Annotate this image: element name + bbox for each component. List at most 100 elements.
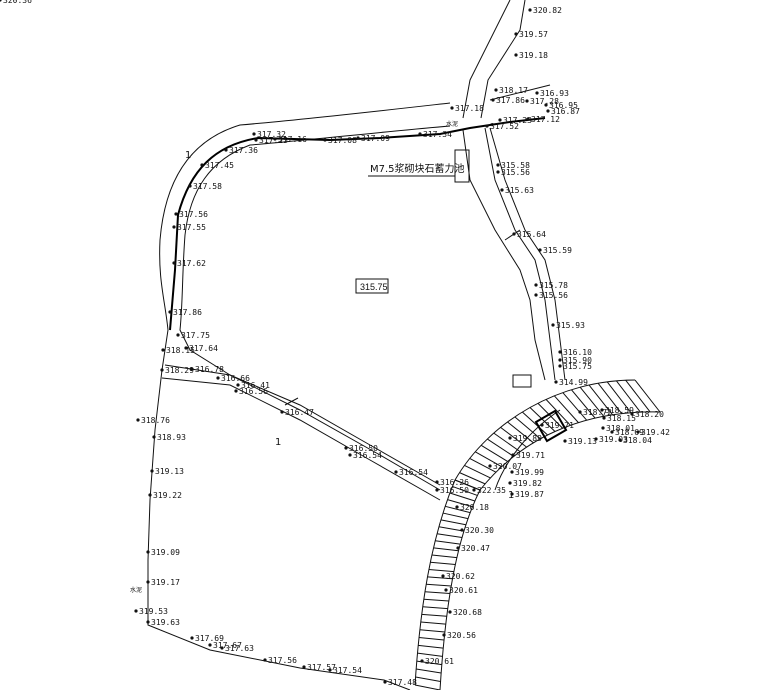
- spot-elevation: 318.59: [600, 406, 634, 415]
- spot-elevation: 319.42: [636, 428, 670, 437]
- spot-elevation-label: 317.67: [213, 641, 242, 650]
- stair-tread: [469, 458, 497, 473]
- stair-tread: [421, 613, 447, 617]
- spot-elevation-marker: [460, 528, 464, 532]
- spot-elevation: 317.25: [254, 136, 288, 145]
- spot-elevation: 318.29: [160, 366, 194, 375]
- spot-elevation-marker: [558, 350, 562, 354]
- stair-tread: [440, 519, 466, 526]
- spot-elevation-label: 318.01: [606, 424, 635, 433]
- spot-elevation: 319.71: [540, 421, 574, 430]
- spot-elevation: 319.99: [510, 468, 544, 477]
- spot-elevation-marker: [172, 225, 176, 229]
- spot-elevation: 317.08: [323, 136, 357, 145]
- spot-elevation: 315.59: [538, 246, 572, 255]
- spot-elevation-label: 317.52: [490, 122, 519, 131]
- spot-elevation-label: 318.72: [583, 408, 612, 417]
- spot-elevation-marker: [510, 470, 514, 474]
- spot-elevation-label: 320.68: [453, 608, 482, 617]
- spot-elevation-marker: [472, 488, 476, 492]
- spot-elevation-label: 317.54: [333, 666, 362, 675]
- upper-road-edge-2: [489, 84, 551, 101]
- spot-elevation-marker: [558, 358, 562, 362]
- spot-elevation: 317.36: [224, 146, 258, 155]
- spot-elevation: 317.45: [200, 161, 234, 170]
- spot-elevation: 318.04: [618, 436, 652, 445]
- spot-elevation-marker: [220, 646, 224, 650]
- stair-tread: [431, 554, 457, 559]
- spot-elevation-label: 319.18: [519, 51, 548, 60]
- spot-elevation-marker: [498, 118, 502, 122]
- spot-elevation: 317.69: [190, 634, 224, 643]
- slope-mark-1: 1: [185, 150, 191, 161]
- spot-elevation: 315.75: [558, 362, 592, 371]
- spot-elevation-label: 316.50: [349, 444, 378, 453]
- spot-elevation-marker: [601, 426, 605, 430]
- spot-elevation-marker: [280, 410, 284, 414]
- stair-tread: [493, 432, 521, 453]
- spot-elevation-marker: [540, 423, 544, 427]
- spot-elevation-marker: [496, 170, 500, 174]
- spot-elevation: 316.50: [435, 486, 469, 495]
- spot-elevation-label: 319.17: [151, 578, 180, 587]
- spot-elevation: 315.90: [558, 356, 592, 365]
- stair-tread: [447, 499, 473, 508]
- spot-elevation: 318.17: [494, 86, 528, 95]
- spot-elevation: 316.54: [394, 468, 428, 477]
- spot-elevation: 317.58: [188, 182, 222, 191]
- spot-elevation-label: 317.34: [423, 130, 452, 139]
- spot-elevation-marker: [510, 492, 514, 496]
- spot-elevation-label: 317.09: [361, 134, 390, 143]
- outer-boundary: [147, 102, 451, 690]
- spot-elevation: 320.18: [455, 503, 489, 512]
- spot-elevation-marker: [602, 416, 606, 420]
- spot-elevation: 317.54: [328, 666, 362, 675]
- stair-tread: [553, 395, 579, 423]
- spot-elevation-marker: [512, 232, 516, 236]
- spot-elevation-label: 315.78: [539, 281, 568, 290]
- spot-elevation-marker: [0, 0, 2, 2]
- spot-elevation-marker: [558, 364, 562, 368]
- spot-elevation-marker: [420, 659, 424, 663]
- spot-elevation-label: 316.66: [221, 374, 250, 383]
- spot-elevation-label: 316.95: [549, 101, 578, 110]
- spot-elevation: 315.58: [496, 161, 530, 170]
- spot-elevation: 320.62: [441, 572, 475, 581]
- spot-elevation: 318.93: [152, 433, 186, 442]
- spot-elevation: 319.89: [508, 434, 542, 443]
- spot-elevation: 318.20: [630, 410, 664, 419]
- spot-elevation: 317.16: [273, 135, 307, 144]
- spot-elevation-label: 318.04: [623, 436, 652, 445]
- spot-elevation-marker: [578, 410, 582, 414]
- pool-label: M7.5浆砌块石蓄力池: [370, 162, 465, 175]
- spot-elevation-label: 315.58: [501, 161, 530, 170]
- spot-elevation-label: 319.63: [151, 618, 180, 627]
- spot-elevation: 316.56: [234, 387, 268, 396]
- spot-elevation: 317.86: [491, 96, 525, 105]
- stair-tread: [452, 485, 478, 496]
- spot-elevation: 318.15: [161, 346, 195, 355]
- spot-elevation-marker: [442, 633, 446, 637]
- spot-elevation-marker: [511, 453, 515, 457]
- inner-road-edge: [179, 125, 451, 491]
- spot-elevation-marker: [273, 137, 277, 141]
- spot-elevation: 319.57: [514, 30, 548, 39]
- spot-elevation-label: 320.36: [3, 0, 32, 5]
- spot-elevation-label: 316.50: [440, 486, 469, 495]
- spot-elevation-label: 317.16: [278, 135, 307, 144]
- spot-elevation-label: 320.30: [465, 526, 494, 535]
- spot-elevation-marker: [146, 550, 150, 554]
- small-note-1: 水泥: [446, 120, 458, 128]
- spot-elevation-marker: [323, 138, 327, 142]
- spot-elevation-label: 316.93: [540, 89, 569, 98]
- spot-elevation-label: 318.15: [607, 414, 636, 423]
- spot-elevation: 317.57: [302, 663, 336, 672]
- spot-elevation-marker: [328, 668, 332, 672]
- spot-elevation-marker: [448, 610, 452, 614]
- spot-elevation: 319.87: [510, 490, 544, 499]
- stair-tread: [507, 421, 534, 444]
- stair-tread: [562, 392, 588, 421]
- slope-mark-2: 1: [275, 437, 281, 448]
- stair-tread: [417, 652, 443, 657]
